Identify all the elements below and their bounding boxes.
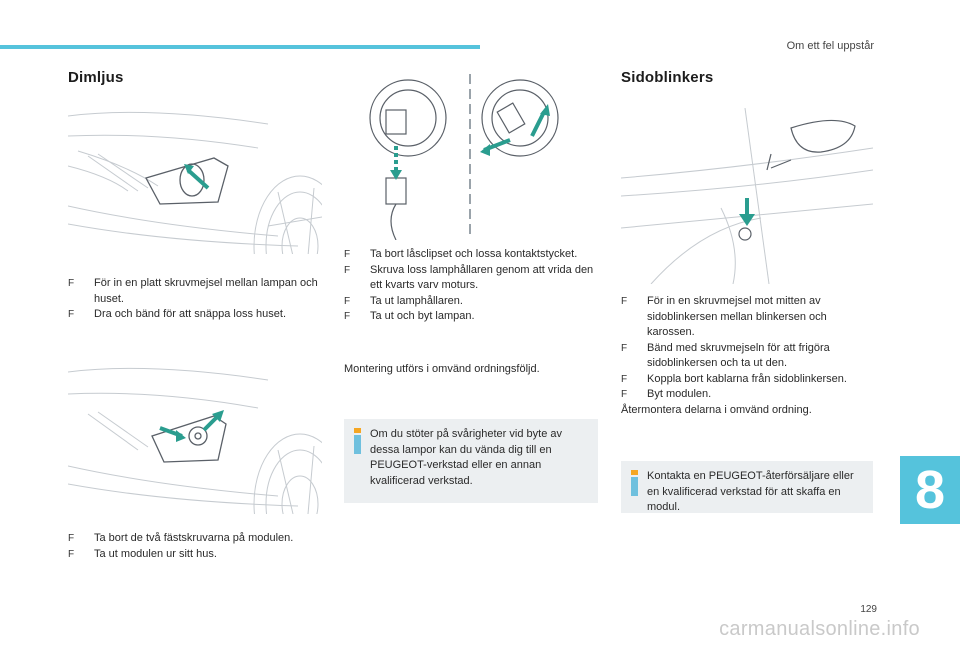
side-indicator-reassembly: Återmontera delarna i omvänd ordning. (621, 403, 812, 416)
dealer-note-text: Kontakta en PEUGEOT-återförsäljare eller… (647, 470, 854, 513)
section-header-label: Om ett fel uppstår (786, 40, 874, 52)
step-bullet: F (344, 249, 351, 260)
step-bullet: F (621, 342, 628, 354)
step-bullet: F (344, 311, 351, 322)
step-bullet: F (68, 533, 75, 544)
step-bullet: F (344, 295, 351, 307)
fog-lamp-illustration-2 (68, 352, 322, 514)
step-bullet: F (621, 296, 628, 307)
info-note: Om du stöter på svårigheter vid byte av … (344, 419, 598, 503)
fog-lamp-title: Dimljus (68, 69, 124, 86)
step-bullet: F (621, 373, 628, 385)
step-bullet: F (344, 264, 351, 276)
watermark: carmanualsonline.info (719, 618, 920, 640)
side-indicator-title: Sidoblinkers (621, 69, 714, 86)
info-icon (630, 470, 639, 496)
dealer-note: Kontakta en PEUGEOT-återförsäljare eller… (621, 461, 873, 513)
lamp-holder-illustration (350, 70, 590, 240)
header-accent-bar (0, 45, 480, 49)
chapter-tab: 8 (900, 456, 960, 524)
side-indicator-illustration (621, 108, 873, 284)
info-note-text: Om du stöter på svårigheter vid byte av … (370, 428, 562, 487)
reassembly-text: Montering utförs i omvänd ordningsföljd. (344, 363, 540, 375)
step-bullet: F (68, 548, 75, 560)
step-bullet: F (621, 389, 628, 400)
step-bullet: F (68, 309, 75, 320)
fog-lamp-illustration-1 (68, 96, 322, 254)
step-bullet: F (68, 278, 75, 289)
page-number: 129 (860, 604, 877, 615)
info-icon (353, 428, 362, 454)
